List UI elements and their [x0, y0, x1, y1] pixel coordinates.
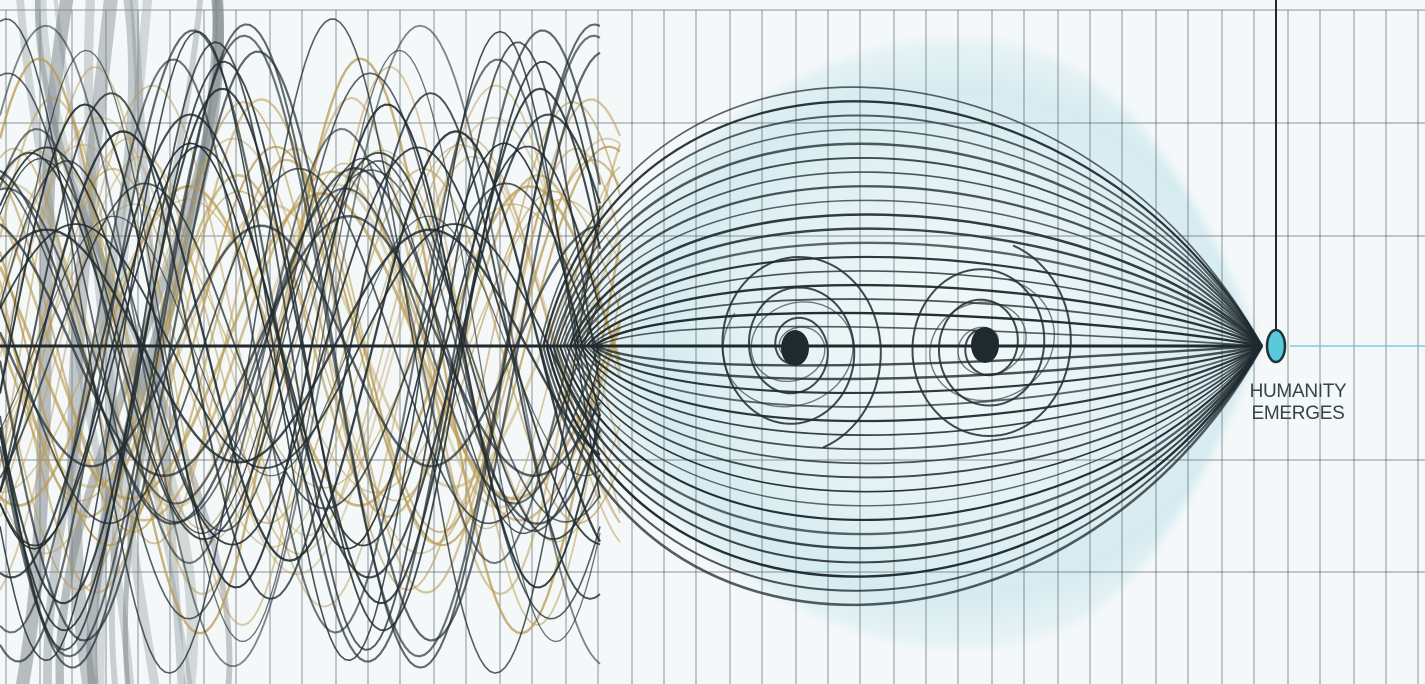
- spirals: [721, 244, 1072, 449]
- eye-line-upper: [549, 128, 1263, 347]
- eye-line-lower: [589, 345, 1263, 394]
- ink-strand: [0, 60, 601, 632]
- eye-line-upper: [568, 213, 1263, 347]
- eye-line-lower: [538, 345, 1264, 607]
- ink-strand: [0, 224, 601, 468]
- ink-strand: [0, 182, 601, 510]
- ink-strand: [0, 18, 601, 674]
- ink-strand: [0, 142, 601, 550]
- ink-lines: [0, 18, 602, 674]
- eye-line-lower: [596, 344, 1263, 367]
- ink-strand: [0, 24, 601, 668]
- eye-line-upper: [555, 157, 1263, 347]
- vortex-spiral: [721, 255, 882, 449]
- milestone-node: [1265, 328, 1287, 364]
- eye-line-lower: [585, 345, 1263, 408]
- eye-line-lower: [562, 345, 1263, 507]
- eye-line-upper: [545, 114, 1263, 347]
- ink-strand: [0, 41, 601, 651]
- eye-line-upper: [592, 311, 1263, 348]
- eye-lines: [538, 86, 1264, 607]
- eye-line-upper: [575, 241, 1263, 347]
- eye-line-lower: [552, 345, 1264, 550]
- eye-line-upper: [559, 171, 1263, 347]
- ink-strand: [0, 223, 601, 469]
- milestone-label-line1: HUMANITY: [1249, 381, 1347, 402]
- eye-line-upper: [572, 227, 1263, 347]
- eye-line-lower: [579, 345, 1263, 436]
- gold-strand: [0, 98, 622, 594]
- eye-line-lower: [565, 345, 1263, 493]
- ink-strand: [0, 58, 602, 634]
- eye-line-lower: [569, 345, 1263, 479]
- eye-line-lower: [549, 345, 1263, 564]
- eye-line-lower: [542, 345, 1263, 592]
- vortex-spiral: [911, 244, 1072, 438]
- vortex-core: [781, 330, 809, 366]
- eye-line-lower: [575, 345, 1263, 451]
- eye-line-upper: [539, 86, 1263, 347]
- ink-strand: [0, 113, 602, 579]
- ink-strand: [0, 145, 601, 547]
- eye-line-lower: [572, 345, 1263, 465]
- ink-strand: [0, 151, 601, 541]
- eye-line-lower: [582, 345, 1263, 423]
- eye-line-upper: [585, 283, 1263, 348]
- eye-line-lower: [558, 345, 1263, 521]
- ink-strand: [0, 87, 602, 605]
- ink-strand: [0, 30, 601, 662]
- gold-strand: [0, 155, 621, 537]
- eye-line-lower: [545, 345, 1264, 578]
- eye-line-upper: [542, 100, 1263, 347]
- milestone-label: HUMANITY EMERGES: [1238, 381, 1358, 425]
- eye-line-upper: [582, 270, 1263, 347]
- milestone-label-line2: EMERGES: [1251, 403, 1345, 424]
- ink-strand: [0, 50, 601, 642]
- eye-line-upper: [565, 199, 1263, 347]
- ink-strand: [0, 72, 601, 620]
- eye-line-upper: [552, 142, 1264, 347]
- eye-line-upper: [596, 325, 1263, 347]
- gold-strand: [0, 116, 621, 576]
- eye-line-lower: [592, 344, 1263, 381]
- eye-line-upper: [579, 255, 1263, 347]
- ink-strand: [0, 92, 601, 600]
- eye-line-upper: [562, 185, 1263, 347]
- ink-strand: [0, 29, 602, 663]
- eye-line-upper: [589, 298, 1263, 347]
- eye-line-lower: [555, 345, 1263, 536]
- ink-strand: [0, 167, 602, 525]
- ink-strand: [0, 157, 601, 535]
- vortex-spiral-inner: [722, 301, 854, 408]
